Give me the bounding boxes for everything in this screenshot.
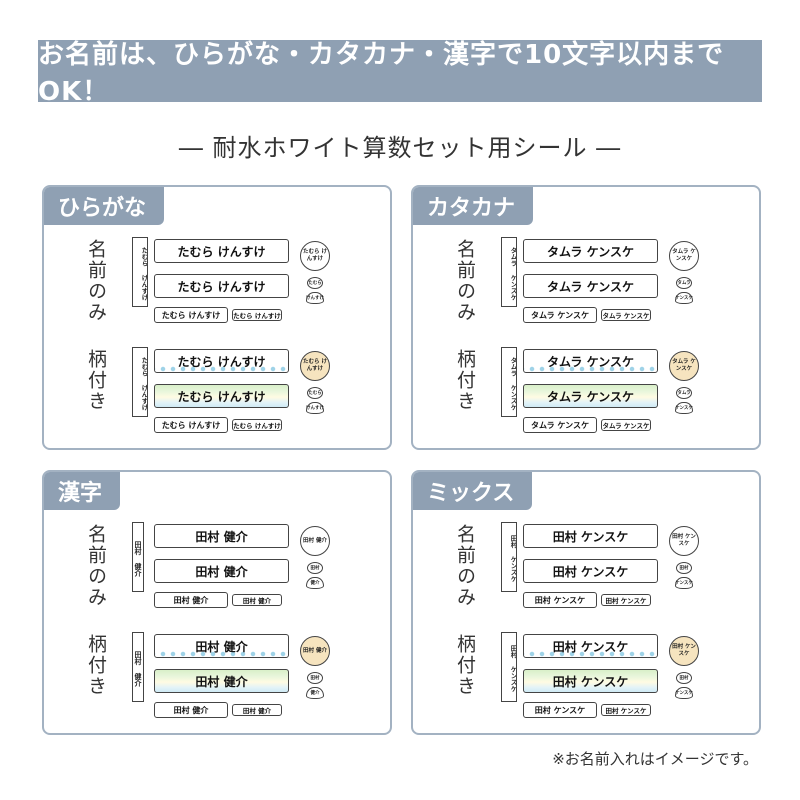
vertical-strip-sticker: 田村 健介 [132, 632, 144, 702]
name-sticker-large: タムラ ケンスケ [523, 349, 658, 373]
arch-sticker: ケンスケ [675, 402, 693, 414]
oval-sticker: 田村 [307, 562, 323, 574]
arch-sticker: ケンスケ [675, 687, 693, 699]
circle-sticker: たむら けんすけ [300, 241, 330, 271]
name-sticker-small: たむら けんすけ [232, 419, 282, 431]
name-sticker-large: たむら けんすけ [154, 349, 289, 373]
name-sticker-large: タムラ ケンスケ [523, 239, 658, 263]
arch-sticker: けんすけ [306, 292, 324, 304]
vertical-strip-sticker: 田村 ケンスケ [501, 632, 517, 702]
name-sticker-large: 田村 ケンスケ [523, 524, 658, 548]
section-label-with_pattern: 柄付き [454, 634, 476, 697]
circle-sticker: 田村 ケンスケ [669, 636, 699, 666]
oval-sticker: 田村 [676, 562, 692, 574]
panel-tag: ひらがな [44, 187, 165, 225]
name-sticker-large-2: 田村 ケンスケ [523, 669, 658, 693]
circle-sticker: 田村 健介 [300, 636, 330, 666]
footnote: ※お名前入れはイメージです。 [552, 750, 758, 768]
section-label-with_pattern: 柄付き [454, 349, 476, 412]
name-sticker-small: タムラ ケンスケ [601, 309, 651, 321]
name-sticker-large: 田村 ケンスケ [523, 634, 658, 658]
circle-sticker: タムラ ケンスケ [669, 241, 699, 271]
panel-tag: 漢字 [44, 472, 121, 510]
panel-4: ミックス名前のみ田村 ケンスケ田村 ケンスケ田村 ケンスケ田村 ケンスケ田村 ケ… [411, 470, 761, 735]
vertical-strip-sticker: たむら けんすけ [132, 347, 148, 417]
circle-sticker: 田村 健介 [300, 526, 330, 556]
name-sticker-large: たむら けんすけ [154, 239, 289, 263]
panel-2: カタカナ名前のみタムラ ケンスケタムラ ケンスケタムラ ケンスケタムラ ケンスケ… [411, 185, 761, 450]
header-banner: お名前は、ひらがな・カタカナ・漢字で10文字以内までOK！ [38, 40, 762, 107]
section-label-name_only: 名前のみ [85, 239, 107, 323]
oval-sticker: 田村 [676, 672, 692, 684]
vertical-strip-sticker: 田村 健介 [132, 522, 144, 592]
section-label-with_pattern: 柄付き [85, 634, 107, 697]
arch-sticker: ケンスケ [675, 577, 693, 589]
circle-sticker: たむら けんすけ [300, 351, 330, 381]
oval-sticker: タムラ [676, 277, 692, 289]
oval-sticker: 田村 [307, 672, 323, 684]
name-sticker-large-2: たむら けんすけ [154, 274, 289, 298]
name-sticker-large-2: タムラ ケンスケ [523, 384, 658, 408]
name-sticker-small: タムラ ケンスケ [601, 419, 651, 431]
oval-sticker: たむら [307, 387, 323, 399]
name-sticker-small: 田村 ケンスケ [601, 594, 651, 606]
vertical-strip-sticker: たむら けんすけ [132, 237, 148, 307]
name-sticker-medium: 田村 健介 [154, 592, 228, 608]
name-sticker-medium: 田村 ケンスケ [523, 702, 597, 718]
circle-sticker: タムラ ケンスケ [669, 351, 699, 381]
section-label-with_pattern: 柄付き [85, 349, 107, 412]
name-sticker-large-2: 田村 ケンスケ [523, 559, 658, 583]
name-sticker-small: 田村 健介 [232, 594, 282, 606]
name-sticker-medium: タムラ ケンスケ [523, 307, 597, 323]
name-sticker-large-2: たむら けんすけ [154, 384, 289, 408]
circle-sticker: 田村 ケンスケ [669, 526, 699, 556]
panel-tag: カタカナ [413, 187, 534, 225]
name-sticker-small: たむら けんすけ [232, 309, 282, 321]
section-label-name_only: 名前のみ [85, 524, 107, 608]
name-sticker-medium: タムラ ケンスケ [523, 417, 597, 433]
oval-sticker: たむら [307, 277, 323, 289]
name-sticker-small: 田村 ケンスケ [601, 704, 651, 716]
oval-sticker: タムラ [676, 387, 692, 399]
name-sticker-medium: 田村 ケンスケ [523, 592, 597, 608]
name-sticker-large-2: 田村 健介 [154, 559, 289, 583]
product-subtitle: ― 耐水ホワイト算数セット用シール ― [178, 134, 622, 162]
name-sticker-small: 田村 健介 [232, 704, 282, 716]
section-label-name_only: 名前のみ [454, 524, 476, 608]
name-sticker-large-2: 田村 健介 [154, 669, 289, 693]
panel-1: ひらがな名前のみたむら けんすけたむら けんすけたむら けんすけたむら けんすけ… [42, 185, 392, 450]
name-sticker-large: 田村 健介 [154, 524, 289, 548]
name-sticker-medium: たむら けんすけ [154, 307, 228, 323]
section-label-name_only: 名前のみ [454, 239, 476, 323]
name-sticker-medium: 田村 健介 [154, 702, 228, 718]
vertical-strip-sticker: 田村 ケンスケ [501, 522, 517, 592]
name-sticker-large-2: タムラ ケンスケ [523, 274, 658, 298]
name-sticker-large: 田村 健介 [154, 634, 289, 658]
panel-tag: ミックス [413, 472, 533, 510]
arch-sticker: ケンスケ [675, 292, 693, 304]
vertical-strip-sticker: タムラ ケンスケ [501, 237, 517, 307]
arch-sticker: 健介 [306, 577, 324, 589]
name-sticker-medium: たむら けんすけ [154, 417, 228, 433]
vertical-strip-sticker: タムラ ケンスケ [501, 347, 517, 417]
arch-sticker: 健介 [306, 687, 324, 699]
panel-3: 漢字名前のみ田村 健介田村 健介田村 健介田村 健介田村 健介田村 健介田村健介… [42, 470, 392, 735]
arch-sticker: けんすけ [306, 402, 324, 414]
